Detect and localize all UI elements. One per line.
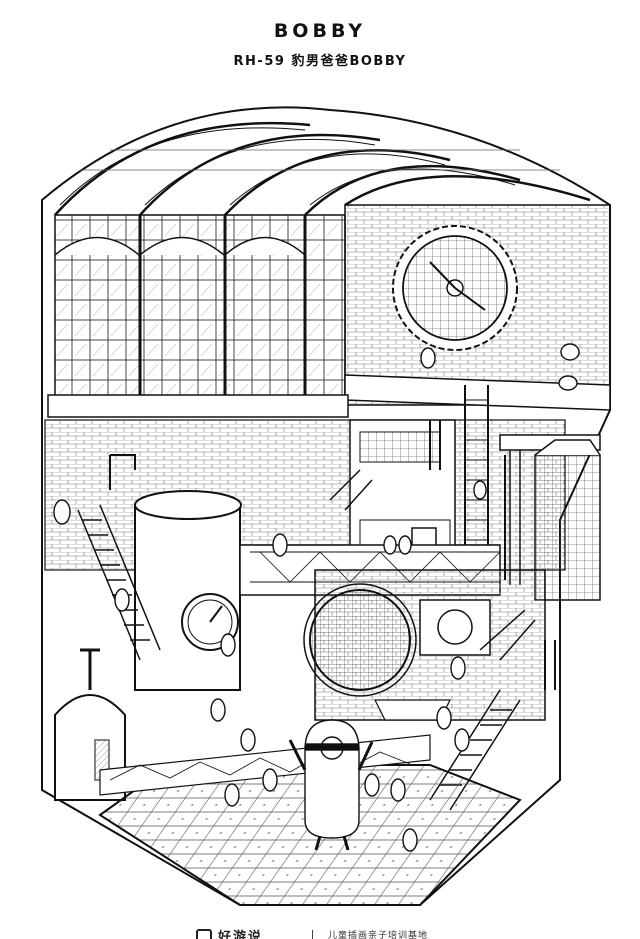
pipes	[109, 420, 556, 690]
wall-gear-clock	[392, 225, 518, 351]
upper-catwalk	[47, 374, 611, 418]
ground-floor	[98, 734, 522, 906]
characters	[53, 343, 580, 852]
brand-logo-icon	[196, 929, 212, 939]
boiler-tank	[134, 490, 242, 691]
roof-arches	[54, 121, 591, 216]
footer-brand: 好游说	[218, 930, 264, 939]
footer-tagline: 儿童插画亲子培训基地	[328, 931, 429, 939]
lower-chamber	[303, 569, 546, 721]
page-subtitle: RH-59 豹男爸爸BOBBY	[233, 54, 407, 69]
left-glass-wall	[54, 214, 346, 406]
footer-bar: 好游说 儿童插画亲子培训基地	[0, 928, 640, 939]
footer-separator	[312, 930, 313, 939]
small-characters	[53, 343, 580, 852]
large-character	[288, 719, 374, 851]
page-title: BOBBY	[273, 20, 367, 42]
